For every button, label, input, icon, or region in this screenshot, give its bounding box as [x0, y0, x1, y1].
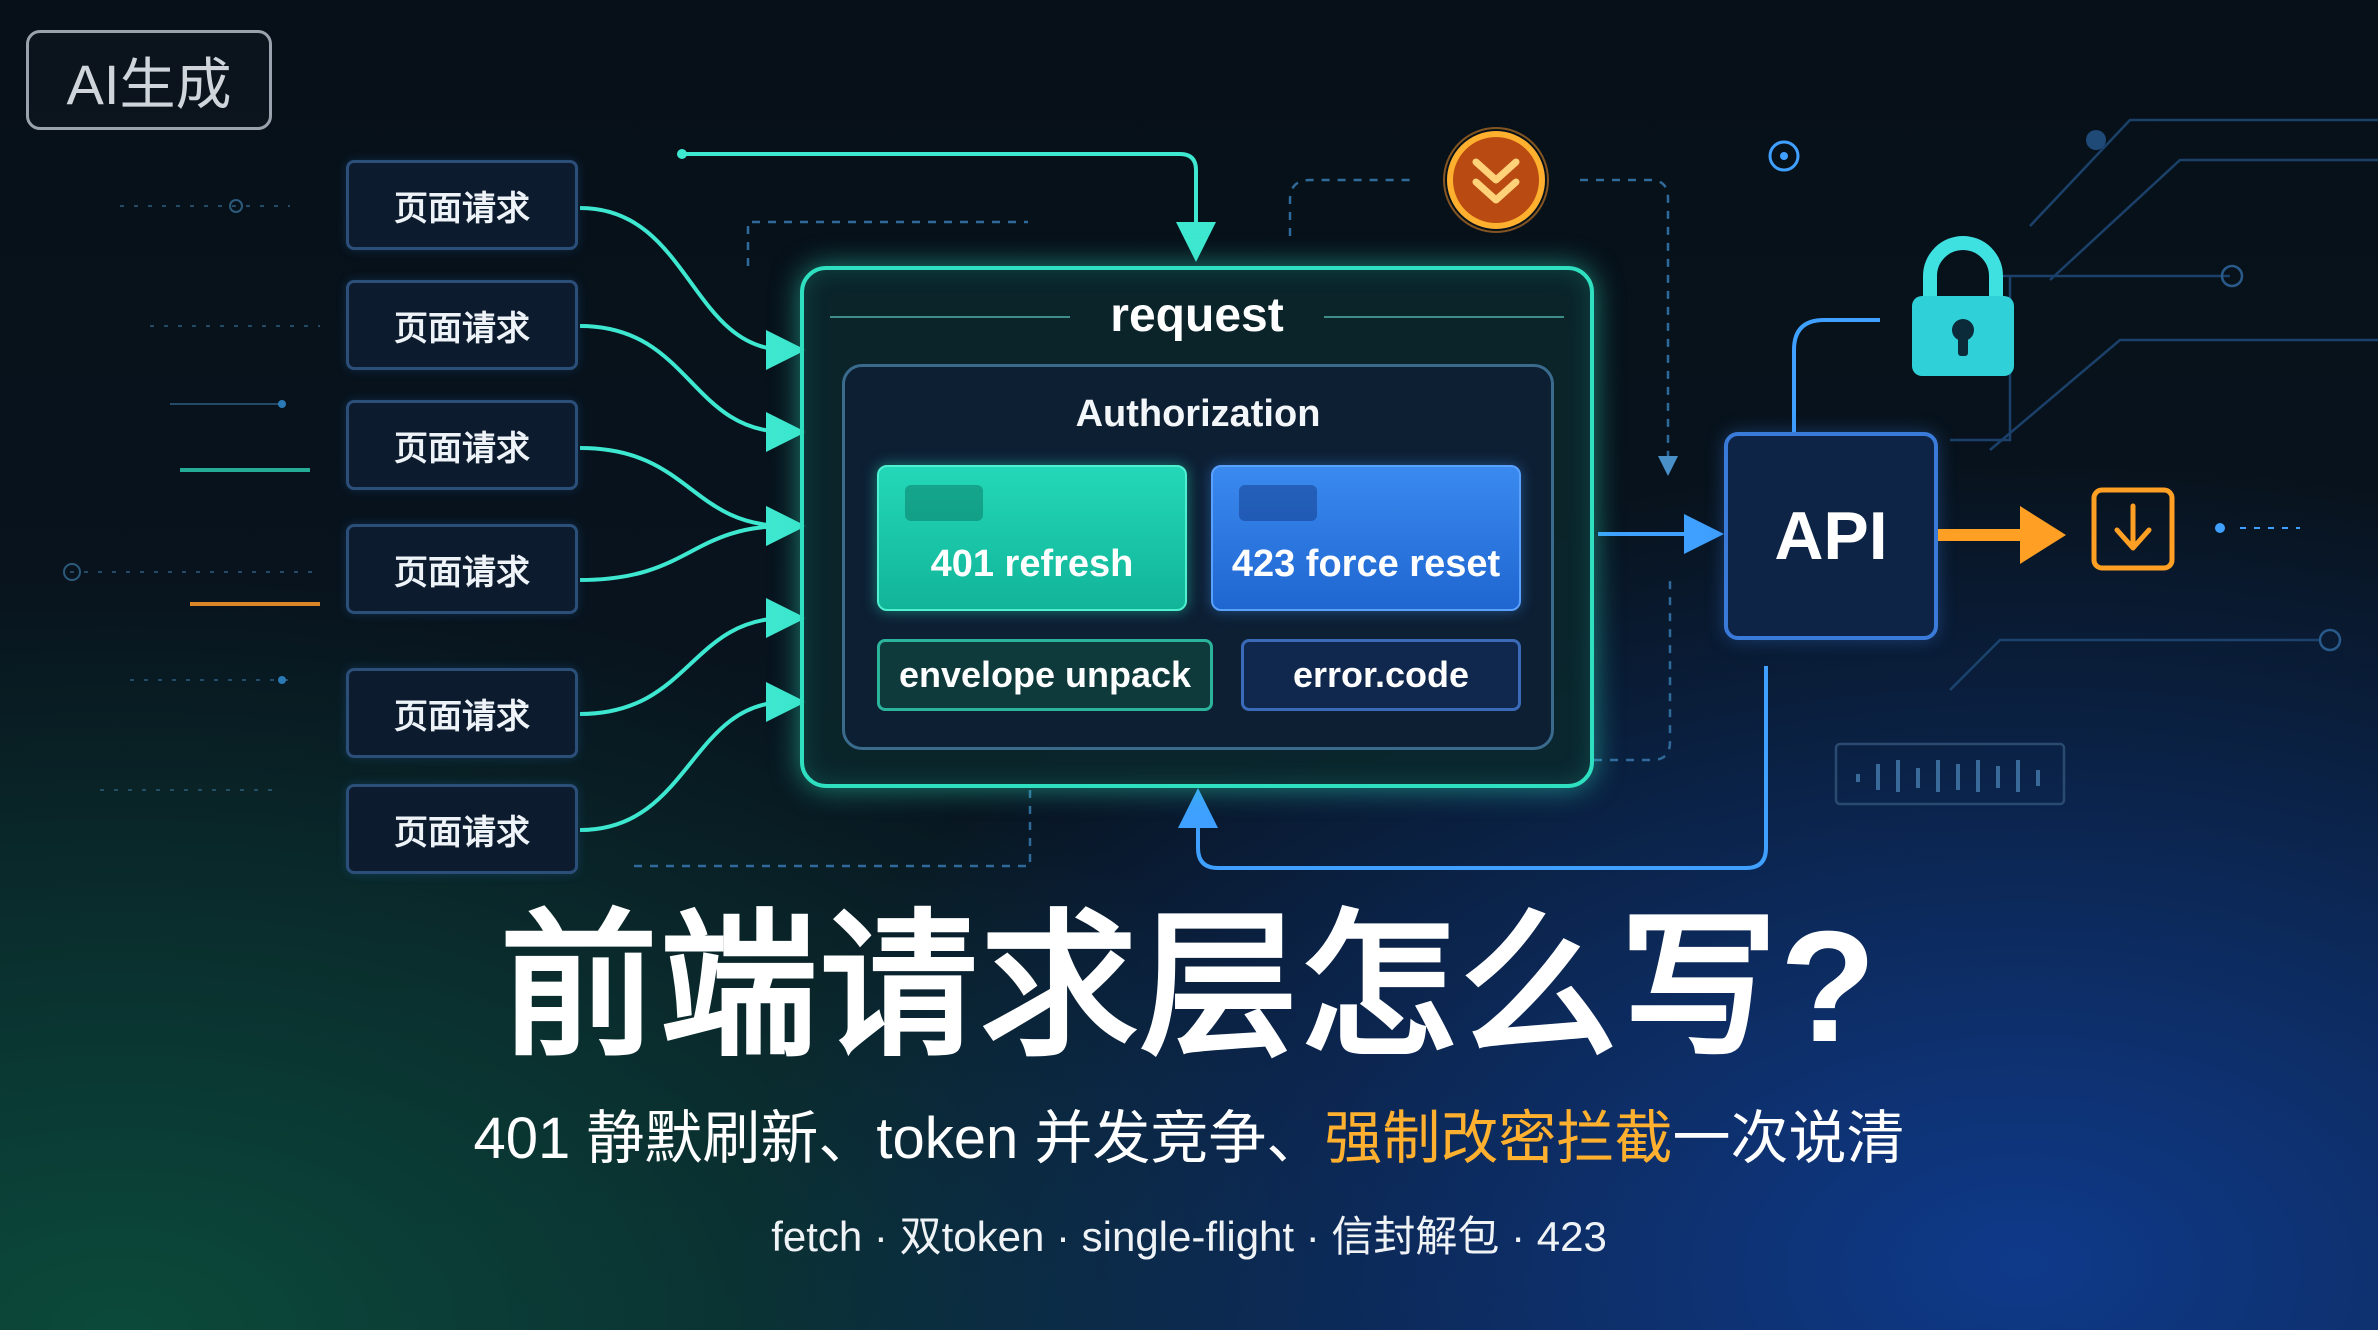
title-divider-right [1324, 316, 1564, 318]
double-chevron-down-icon [1443, 127, 1549, 233]
api-box: API [1724, 432, 1938, 640]
error-code-chip: error.code [1241, 639, 1521, 711]
envelope-unpack-chip: envelope unpack [877, 639, 1213, 711]
arrow-right-icon [1938, 506, 2066, 564]
force-reset-423-label: 423 force reset [1231, 542, 1501, 585]
page-request-box: 页面请求 [346, 524, 578, 614]
force-reset-423-chip: 423 force reset [1211, 465, 1521, 611]
download-icon [2091, 487, 2175, 571]
title-divider-left [830, 316, 1070, 318]
headline: 前端请求层怎么写? [499, 899, 1879, 1075]
request-title: request [1110, 289, 1284, 342]
subtitle-part1: 401 静默刷新、token 并发竞争、 [473, 1106, 1325, 1171]
request-layer-box: request Authorization 401 refresh 423 fo… [800, 266, 1594, 788]
tag-icon [905, 485, 983, 521]
page-request-box: 页面请求 [346, 160, 578, 250]
ai-generated-badge: AI生成 [26, 30, 272, 130]
subtitle: 401 静默刷新、token 并发竞争、强制改密拦截一次说清 [0, 1110, 2378, 1168]
tag-icon [1239, 485, 1317, 521]
authorization-box: Authorization 401 refresh 423 force rese… [842, 364, 1554, 750]
page-request-box: 页面请求 [346, 400, 578, 490]
refresh-401-label: 401 refresh [930, 542, 1134, 585]
page-request-box: 页面请求 [346, 784, 578, 874]
page-request-box: 页面请求 [346, 280, 578, 370]
keyword-tags: fetch · 双token · single-flight · 信封解包 · … [771, 1213, 1607, 1260]
subtitle-highlight: 强制改密拦截 [1324, 1106, 1673, 1171]
refresh-401-chip: 401 refresh [877, 465, 1187, 611]
lock-icon [1912, 236, 2014, 376]
page-request-box: 页面请求 [346, 668, 578, 758]
subtitle-part2: 一次说清 [1672, 1106, 1905, 1171]
authorization-title: Authorization [1075, 393, 1321, 435]
